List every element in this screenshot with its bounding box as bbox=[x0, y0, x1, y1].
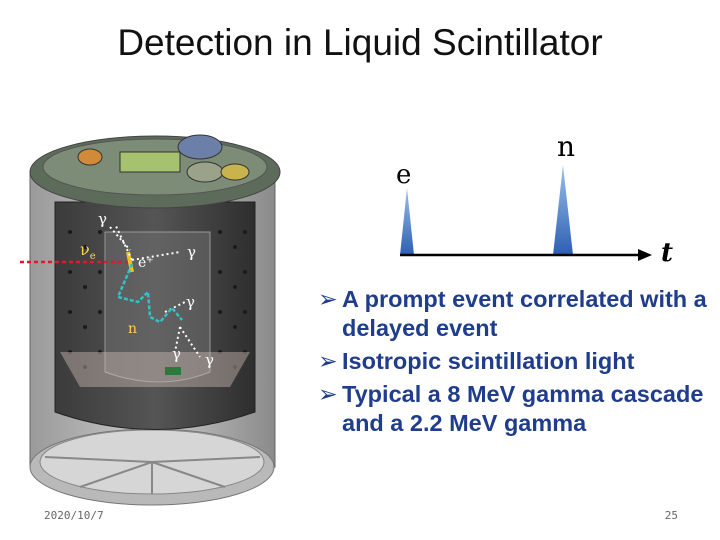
detector-illustration bbox=[20, 112, 300, 512]
bullet-text: Typical a 8 MeV gamma cascade and a 2.2 … bbox=[342, 381, 703, 436]
bullet-item: ➢Typical a 8 MeV gamma cascade and a 2.2… bbox=[318, 380, 708, 438]
bullet-text: A prompt event correlated with a delayed… bbox=[342, 286, 707, 341]
prompt-label: e bbox=[396, 160, 411, 190]
positron-label: e⁺ bbox=[138, 255, 154, 271]
neutrino-subscript: e bbox=[90, 251, 96, 262]
bullet-item: ➢Isotropic scintillation light bbox=[318, 347, 708, 376]
arrow-bullet-icon: ➢ bbox=[318, 347, 338, 376]
delayed-pulse bbox=[553, 165, 573, 255]
slide-date: 2020/10/7 bbox=[44, 509, 104, 522]
gamma-label-1: γ bbox=[98, 210, 107, 228]
arrow-bullet-icon: ➢ bbox=[318, 380, 338, 409]
time-axis-arrowhead bbox=[638, 249, 652, 261]
time-axis-label: t bbox=[661, 238, 673, 268]
neutrino-symbol: ν bbox=[80, 240, 90, 259]
pulse-timing-diagram bbox=[380, 130, 680, 270]
bullet-item: ➢A prompt event correlated with a delaye… bbox=[318, 285, 708, 343]
slide-page-number: 25 bbox=[665, 509, 678, 522]
prompt-pulse bbox=[400, 188, 414, 255]
bullet-text: Isotropic scintillation light bbox=[342, 348, 634, 374]
neutron-label: n bbox=[128, 321, 137, 337]
neutrino-label: νe bbox=[80, 240, 96, 262]
delayed-label: n bbox=[557, 130, 575, 163]
gamma-label-5: γ bbox=[205, 351, 214, 369]
gamma-label-2: γ bbox=[187, 243, 196, 261]
arrow-bullet-icon: ➢ bbox=[318, 285, 338, 314]
gamma-label-3: γ bbox=[186, 293, 195, 311]
gamma-label-4: γ bbox=[172, 345, 181, 363]
slide-title: Detection in Liquid Scintillator bbox=[0, 22, 720, 64]
bullet-list: ➢A prompt event correlated with a delaye… bbox=[318, 285, 708, 442]
